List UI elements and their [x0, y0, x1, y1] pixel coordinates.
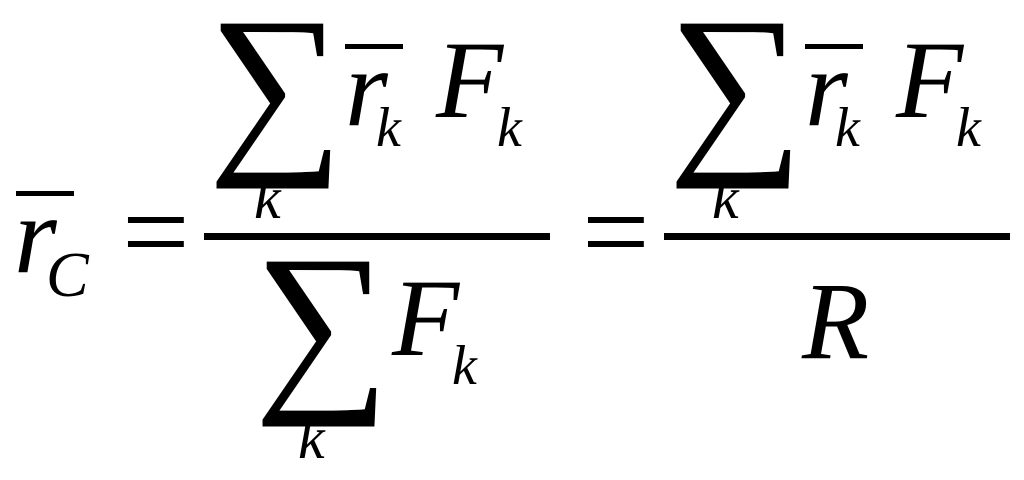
- fraction-line-2: [664, 233, 1010, 240]
- num-2-term-f: F: [896, 19, 964, 141]
- num-1-term-r-subscript: k: [376, 97, 401, 159]
- num-2-term-r: r: [805, 27, 848, 149]
- sum-symbol-num-2: ∑: [668, 0, 804, 190]
- fraction-line-1: [204, 233, 550, 240]
- sum-symbol-den-1: ∑: [254, 218, 390, 428]
- num-1-term-f: F: [436, 19, 504, 141]
- num-2-term-r-subscript: k: [835, 97, 860, 159]
- lhs-symbol: r: [14, 174, 57, 296]
- den-1-term-f: F: [392, 257, 460, 379]
- equals-sign-1: =: [122, 165, 190, 298]
- sum-index-num-2: k: [712, 165, 739, 231]
- num-2-vector-bar: [805, 44, 863, 49]
- equals-sign-2: =: [582, 165, 650, 298]
- num-1-term-f-subscript: k: [497, 97, 522, 159]
- lhs-subscript: C: [46, 239, 89, 310]
- sum-index-num-1: k: [254, 165, 281, 231]
- den-1-term-f-subscript: k: [452, 335, 477, 397]
- sum-index-den-1: k: [298, 405, 325, 471]
- num-2-term-f-subscript: k: [956, 97, 981, 159]
- den-2-term-r: R: [802, 260, 870, 382]
- num-1-vector-bar: [345, 44, 403, 49]
- num-1-term-r: r: [345, 27, 388, 149]
- lhs-vector-bar: [16, 191, 74, 196]
- sum-symbol-num-1: ∑: [208, 0, 344, 190]
